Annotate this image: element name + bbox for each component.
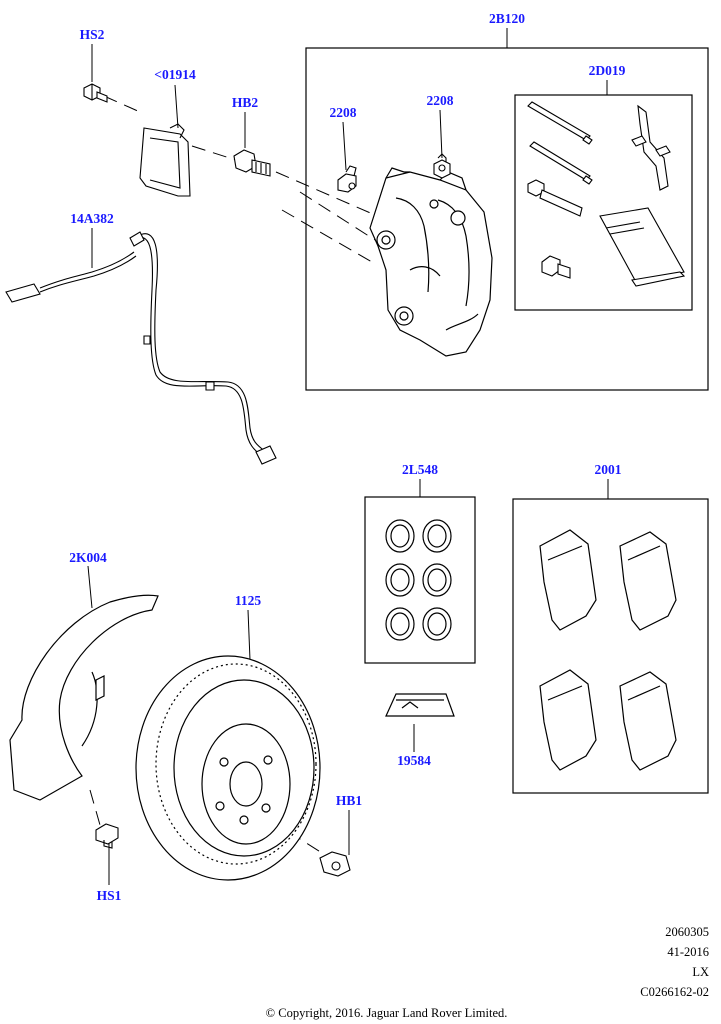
callout-2208-right[interactable]: 2208 — [426, 93, 454, 108]
leader-lines — [87, 28, 609, 885]
hb1-bolt-icon — [319, 851, 351, 877]
callout-hs1[interactable]: HS1 — [96, 888, 122, 903]
copyright-notice: © Copyright, 2016. Jaguar Land Rover Lim… — [265, 1006, 508, 1020]
brake-pads-icon — [539, 529, 677, 771]
fitting-kit-box — [514, 94, 693, 311]
seal-rings-icon — [385, 519, 452, 641]
reference-line-1: 2060305 — [665, 925, 709, 939]
pad-shim-icon — [139, 123, 191, 197]
callout-2b120[interactable]: 2B120 — [488, 11, 526, 26]
callout-2001[interactable]: 2001 — [594, 462, 622, 477]
callout-19584[interactable]: 19584 — [397, 753, 431, 768]
callout-1125[interactable]: 1125 — [234, 593, 262, 608]
instruction-leaflet-icon — [599, 207, 686, 287]
callout-hs2[interactable]: HS2 — [79, 27, 105, 42]
grease-sachet-icon — [385, 693, 455, 717]
dust-shield-icon — [9, 594, 159, 801]
callout-2k004[interactable]: 2K004 — [69, 550, 107, 565]
guide-pin-middle-icon — [529, 141, 593, 185]
diagram-reference-block: 2060305 41-2016 LX C0266162-02 — [640, 922, 709, 1002]
reference-line-2: 41-2016 — [667, 945, 709, 959]
anti-rattle-spring-icon — [631, 104, 671, 191]
hs1-bolt-icon — [95, 823, 119, 849]
reference-line-4: C0266162-02 — [640, 985, 709, 999]
callout-2d019[interactable]: 2D019 — [588, 63, 626, 78]
brake-pad-box — [512, 498, 709, 794]
callout-01914[interactable]: <01914 — [154, 67, 196, 82]
wear-sensor-wire-icon — [5, 231, 277, 465]
callout-2l548[interactable]: 2L548 — [401, 462, 439, 477]
caliper-bolt-short-icon — [541, 255, 571, 279]
callout-14a382[interactable]: 14A382 — [70, 211, 114, 226]
callout-hb2[interactable]: HB2 — [231, 95, 259, 110]
seal-kit-box — [364, 496, 476, 664]
callout-hb1[interactable]: HB1 — [335, 793, 363, 808]
brake-caliper-icon — [369, 167, 493, 357]
callout-2208-left[interactable]: 2208 — [329, 105, 357, 120]
reference-line-3: LX — [692, 965, 709, 979]
brake-disc-icon — [135, 655, 321, 881]
assembly-dash-lines — [89, 95, 376, 859]
bleed-screw-left-icon — [337, 165, 357, 193]
caliper-bolt-long-icon — [527, 179, 583, 217]
bleed-screw-right-icon — [433, 153, 451, 179]
guide-pin-top-icon — [527, 101, 593, 145]
hb2-bolt-icon — [233, 149, 271, 177]
hs2-bolt-icon — [83, 83, 108, 103]
